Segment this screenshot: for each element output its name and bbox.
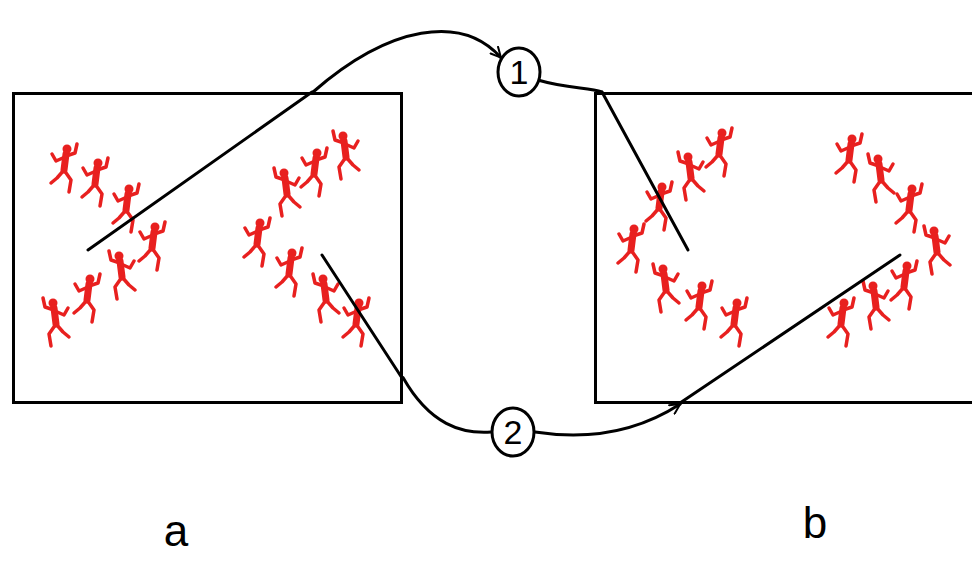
flow-arrow <box>403 377 491 432</box>
group-label: b <box>795 501 835 545</box>
group-box: b <box>594 92 972 404</box>
dancers-b <box>618 128 950 346</box>
flow-arrow <box>535 404 680 435</box>
flow-arrow <box>540 81 602 92</box>
group-label: a <box>156 509 196 553</box>
callout-circle: 1 <box>496 46 542 98</box>
group-box: a <box>12 92 403 404</box>
flow-arrow <box>313 32 501 92</box>
dancers-a <box>43 131 369 346</box>
callout-number: 2 <box>504 415 523 449</box>
path-lines-inside <box>88 92 900 403</box>
callout-circle: 2 <box>490 406 536 458</box>
callout-number: 1 <box>510 55 529 89</box>
